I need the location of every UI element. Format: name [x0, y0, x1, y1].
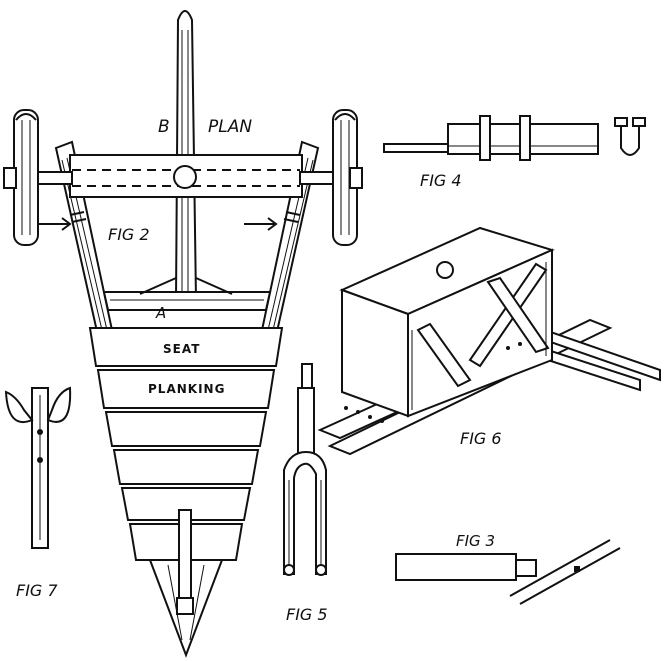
label-planking: PLANKING — [148, 382, 225, 396]
label-fig7: FIG 7 — [16, 581, 58, 600]
plank-1 — [88, 327, 284, 367]
label-fig6: FIG 6 — [460, 429, 502, 448]
u-bolt — [614, 117, 646, 156]
fig4-detail: FIG 4 — [383, 115, 646, 190]
label-plan: PLAN — [208, 117, 252, 137]
label-seat: SEAT — [163, 342, 200, 356]
brace-a — [102, 277, 272, 311]
fig6-box-frame: FIG 6 — [317, 226, 661, 456]
fig3-detail: FIG 3 — [395, 532, 621, 605]
plank-5 — [120, 487, 252, 521]
label-fig3: FIG 3 — [456, 532, 495, 550]
cross-beam — [69, 154, 303, 198]
seat-planking — [88, 327, 284, 561]
label-b: B — [158, 117, 170, 137]
left-wheel — [3, 109, 39, 246]
right-arrow — [244, 217, 278, 231]
right-wheel — [332, 109, 363, 246]
fig5-detail: FIG 5 — [283, 363, 328, 624]
plank-2 — [96, 369, 276, 409]
plank-3 — [104, 411, 268, 447]
label-a: A — [155, 304, 166, 322]
left-arrow — [38, 217, 72, 231]
label-fig5: FIG 5 — [286, 605, 328, 624]
plank-4 — [112, 449, 260, 485]
label-fig4: FIG 4 — [420, 171, 462, 190]
fig7-detail: FIG 7 — [4, 386, 72, 600]
label-fig2: FIG 2 — [108, 225, 150, 244]
fig2-sled-plan: B PLAN FIG 2 A SEAT PLANKING — [3, 10, 363, 658]
pole-hole — [173, 165, 197, 189]
sled-nose — [148, 509, 224, 658]
